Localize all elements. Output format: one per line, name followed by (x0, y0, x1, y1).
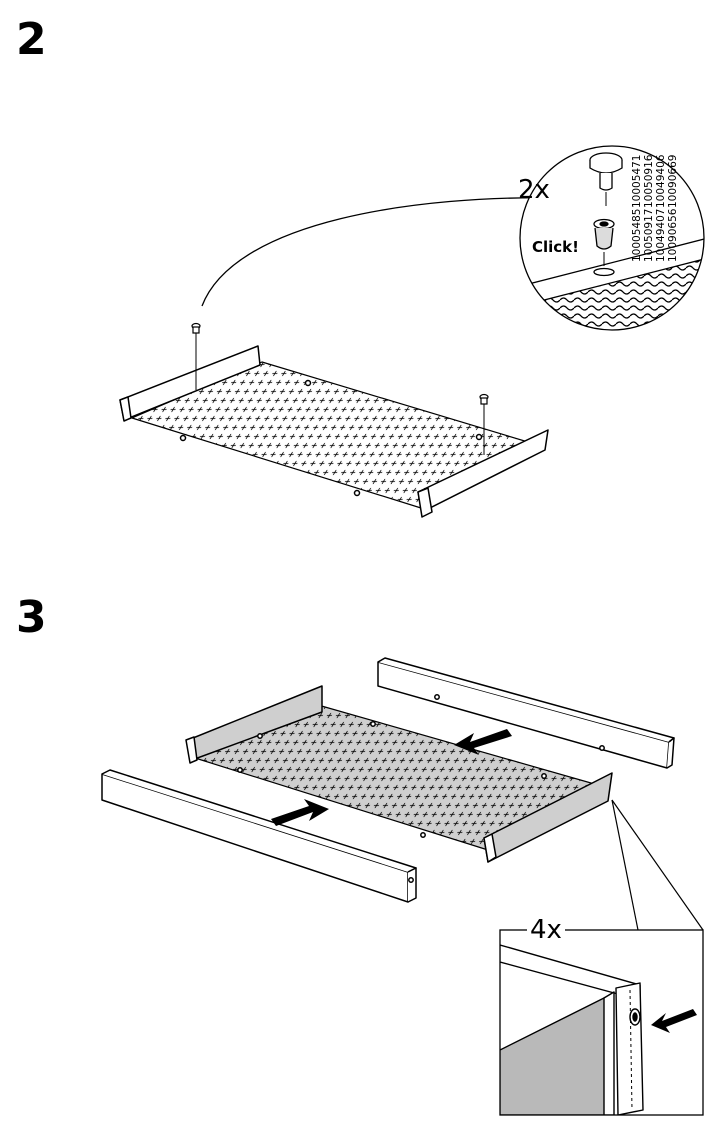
push-arrow-icon (271, 729, 512, 826)
svg-text:10049406: 10049406 (655, 154, 667, 208)
detail-view: 4x (499, 915, 704, 1116)
fastener-sleeve-icon (593, 218, 615, 277)
click-label: Click! (532, 238, 579, 256)
quantity-label: 2x (518, 175, 550, 205)
step-2-number: 2 (16, 14, 47, 65)
part-codes-bottom: 10005485 10050917 10049407 10090656 (631, 208, 679, 262)
step-3-number: 3 (16, 592, 47, 643)
detail-leader (611, 799, 704, 931)
svg-text:10005471: 10005471 (631, 155, 643, 208)
svg-text:10005485: 10005485 (631, 209, 643, 262)
svg-text:10050917: 10050917 (643, 209, 655, 262)
part-codes-top: 10005471 10050916 10049406 10090669 (631, 154, 679, 208)
svg-text:10090656: 10090656 (667, 208, 679, 262)
step-3-tray (185, 685, 613, 863)
detail-quantity-label: 4x (530, 915, 562, 945)
push-fastener-icon (191, 322, 489, 455)
callout-leader (201, 197, 561, 307)
step-2-tray (119, 345, 549, 518)
svg-text:10049407: 10049407 (655, 209, 667, 262)
svg-text:10090669: 10090669 (667, 155, 679, 208)
detail-push-arrow-icon (651, 1009, 697, 1033)
side-rail-front (101, 769, 417, 903)
fastener-cap-icon (589, 152, 623, 206)
side-rail-back (377, 657, 675, 769)
svg-text:10050916: 10050916 (643, 154, 655, 208)
